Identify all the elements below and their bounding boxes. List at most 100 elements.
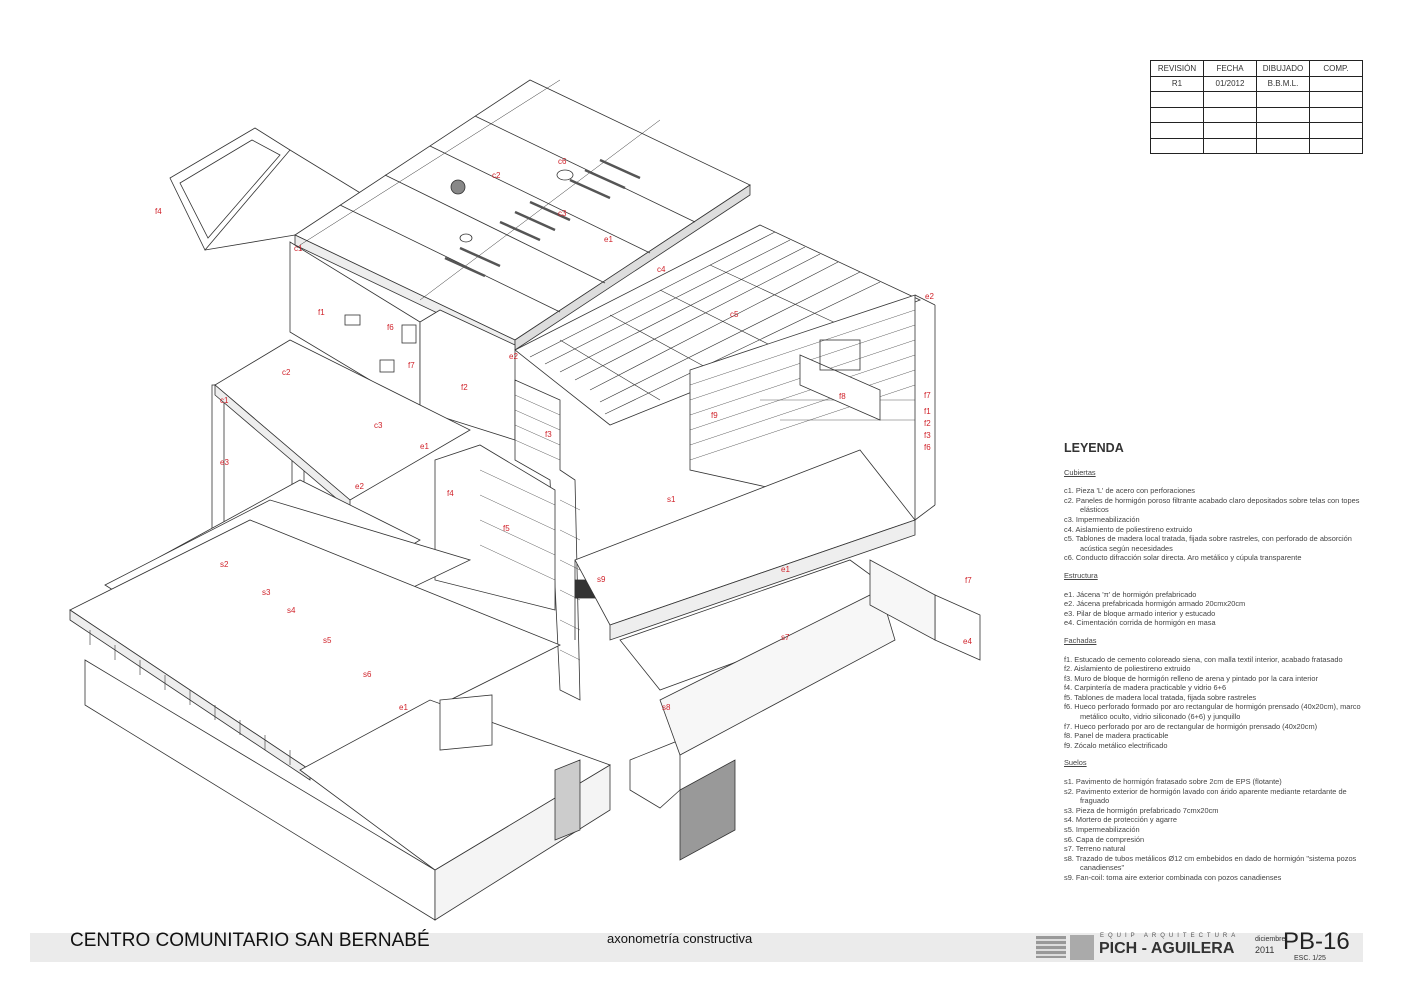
stamp-box [1036,936,1066,958]
label-c2: c2 [492,171,501,180]
label-f1: f1 [924,407,931,416]
legend-item: s9. Fan-coil: toma aire exterior combina… [1064,872,1282,882]
label-f7: f7 [408,361,415,370]
revision-cell [1256,122,1310,139]
legend-item: f2. Aislamiento de poliestireno extruido [1064,664,1191,674]
label-f3: f3 [924,431,931,440]
legend-item: e4. Cimentación corrida de hormigón en m… [1064,618,1216,628]
label-s6: s6 [363,670,372,679]
legend-item: s4. Mortero de protección y agarre [1064,815,1177,825]
legend-item: f9. Zócalo metálico electrificado [1064,740,1168,750]
revision-cell [1203,122,1257,139]
label-f1: f1 [318,308,325,317]
revision-cell: R1 [1150,75,1204,92]
legend-item: c1. Pieza 'L' de acero con perforaciones [1064,486,1196,496]
label-f8: f8 [839,392,846,401]
revision-row [1150,137,1363,154]
revision-cell [1150,106,1204,123]
date-year: 2011 [1255,945,1275,955]
legend-item: c5. Tablones de madera local tratada, fi… [1064,534,1352,553]
firm-logo [1070,935,1094,960]
label-e2: e2 [925,292,934,301]
label-c2: c2 [282,368,291,377]
label-f7: f7 [924,391,931,400]
label-e1: e1 [420,442,429,451]
legend-item: s6. Capa de compresión [1064,834,1145,844]
label-c6: c6 [558,157,567,166]
revision-cell [1150,122,1204,139]
revision-cell [1256,137,1310,154]
revision-cell [1203,91,1257,108]
revision-row [1150,122,1363,139]
skylight-box [169,127,381,251]
label-f4: f4 [447,489,454,498]
legend-item: s5. Impermeabilización [1064,825,1140,834]
scale: ESC. 1/25 [1294,955,1326,962]
legend-item: s1. Pavimento de hormigón fratasado sobr… [1064,777,1282,787]
revision-header: REVISIÓN [1150,60,1204,77]
label-e1: e1 [604,235,613,244]
terrace [69,339,561,781]
roof [294,79,751,351]
label-c4: c4 [657,265,666,274]
label-e2: e2 [509,352,518,361]
label-s3: s3 [262,588,271,597]
label-e1: e1 [781,565,790,574]
legend-item: s3. Pieza de hormigón prefabricado 7cmx2… [1064,805,1219,815]
legend-item: e3. Pilar de bloque armado interior y es… [1064,608,1216,618]
label-f7: f7 [965,576,972,585]
label-s1: s1 [667,495,676,504]
label-s9: s9 [597,575,606,584]
revision-header: COMP. [1309,60,1363,77]
label-f6: f6 [924,443,931,452]
date-month: diciembre [1255,936,1286,943]
legend-item: f4. Carpintería de madera practicable y … [1064,683,1227,693]
revision-header: FECHA [1203,60,1257,77]
label-s5: s5 [323,636,332,645]
revision-cell [1203,106,1257,123]
revision-cell [1309,137,1363,154]
revision-cell [1309,91,1363,108]
label-s8: s8 [662,703,671,712]
legend-item: f7. Hueco perforado por aro de rectangul… [1064,721,1318,731]
label-f2: f2 [924,419,931,428]
label-e1: e1 [399,703,408,712]
legend-item: f8. Panel de madera practicable [1064,731,1169,741]
label-s2: s2 [220,560,229,569]
legend-item: s8. Trazado de tubos metálicos Ø12 cm em… [1064,853,1357,873]
label-e3: e3 [220,458,229,467]
label-f2: f2 [461,383,468,392]
legend-item: c6. Conducto difracción solar directa. A… [1064,553,1302,563]
label-f9: f9 [711,411,718,420]
legend-title: LEYENDA [1064,441,1124,455]
label-s4: s4 [287,606,296,615]
label-c5: c5 [730,310,739,319]
floor-slab [574,449,916,691]
drawing-title: axonometría constructiva [607,931,753,946]
revision-cell [1309,75,1363,92]
revision-cell [1309,106,1363,123]
foundation [84,559,981,921]
revision-cell [1309,122,1363,139]
firm-name: PICH - AGUILERA [1099,940,1235,957]
legend-item: f3. Muro de bloque de hormigón relleno d… [1064,673,1318,683]
revision-cell [1150,91,1204,108]
revision-cell [1256,91,1310,108]
title-bar [30,933,1363,962]
revision-header: DIBUJADO [1256,60,1310,77]
legend-item: f5. Tablones de madera local tratada, fi… [1064,692,1257,702]
upper-wall [289,241,516,441]
legend-item: f1. Estucado de cemento coloreado siena,… [1064,654,1343,664]
label-f5: f5 [503,524,510,533]
slatted-ceiling [514,224,922,426]
revision-cell: 01/2012 [1203,75,1257,92]
legend-item: c2. Paneles de hormigón poroso filtrante… [1064,495,1360,515]
legend-section-title: Suelos [1064,758,1087,768]
revision-cell [1256,106,1310,123]
label-e2: e2 [355,482,364,491]
revision-cell [1150,137,1204,154]
revision-cell: B.B.M.L. [1256,75,1310,92]
revision-cell [1203,137,1257,154]
